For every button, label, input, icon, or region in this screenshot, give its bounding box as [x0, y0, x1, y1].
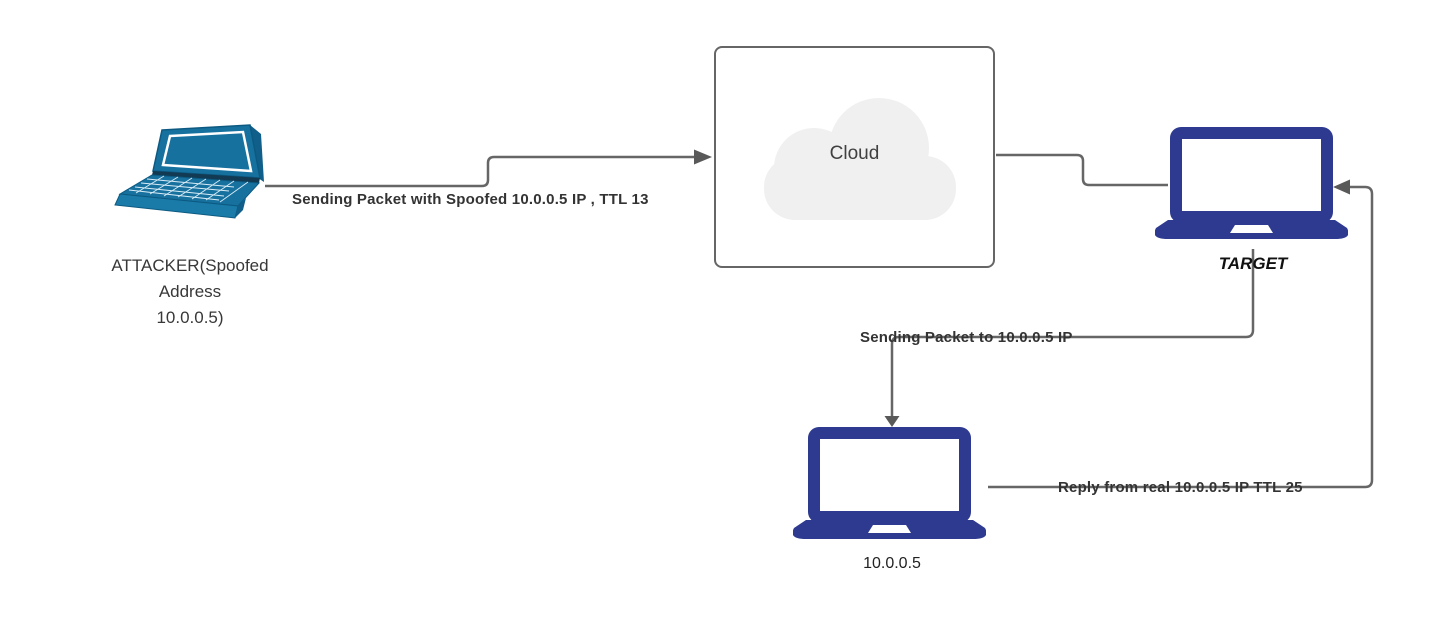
arrowhead-down-icon: [884, 416, 900, 427]
attacker-label: ATTACKER(Spoofed Address 10.0.0.5): [111, 256, 269, 327]
real-host-node: [793, 427, 986, 548]
target-node: [1155, 127, 1348, 248]
cloud-icon: [764, 98, 956, 220]
real-host-label: 10.0.0.5: [863, 555, 921, 572]
edge-target-to-real-host: [884, 249, 1255, 427]
edge-label-sending-packet: Sending Packet to 10.0.0.5 IP: [860, 329, 1073, 346]
edge-attacker-to-cloud: [265, 149, 712, 188]
cloud-node: Cloud: [714, 46, 995, 268]
arrowhead-left-icon: [1333, 179, 1350, 195]
target-laptop-icon: [1155, 127, 1348, 239]
edge-label-reply: Reply from real 10.0.0.5 IP TTL 25: [1058, 479, 1303, 496]
cloud-label: Cloud: [829, 143, 880, 164]
attacker-node: [112, 122, 264, 232]
target-label: TARGET: [1218, 254, 1288, 273]
edge-label-spoofed-packet: Sending Packet with Spoofed 10.0.0.5 IP …: [292, 191, 649, 208]
edge-cloud-to-target: [996, 153, 1168, 187]
arrowhead-right-icon: [694, 149, 712, 165]
real-host-laptop-icon: [793, 427, 986, 539]
attacker-laptop-3d-icon: [114, 124, 264, 219]
edge-real-host-to-target: [988, 179, 1374, 489]
